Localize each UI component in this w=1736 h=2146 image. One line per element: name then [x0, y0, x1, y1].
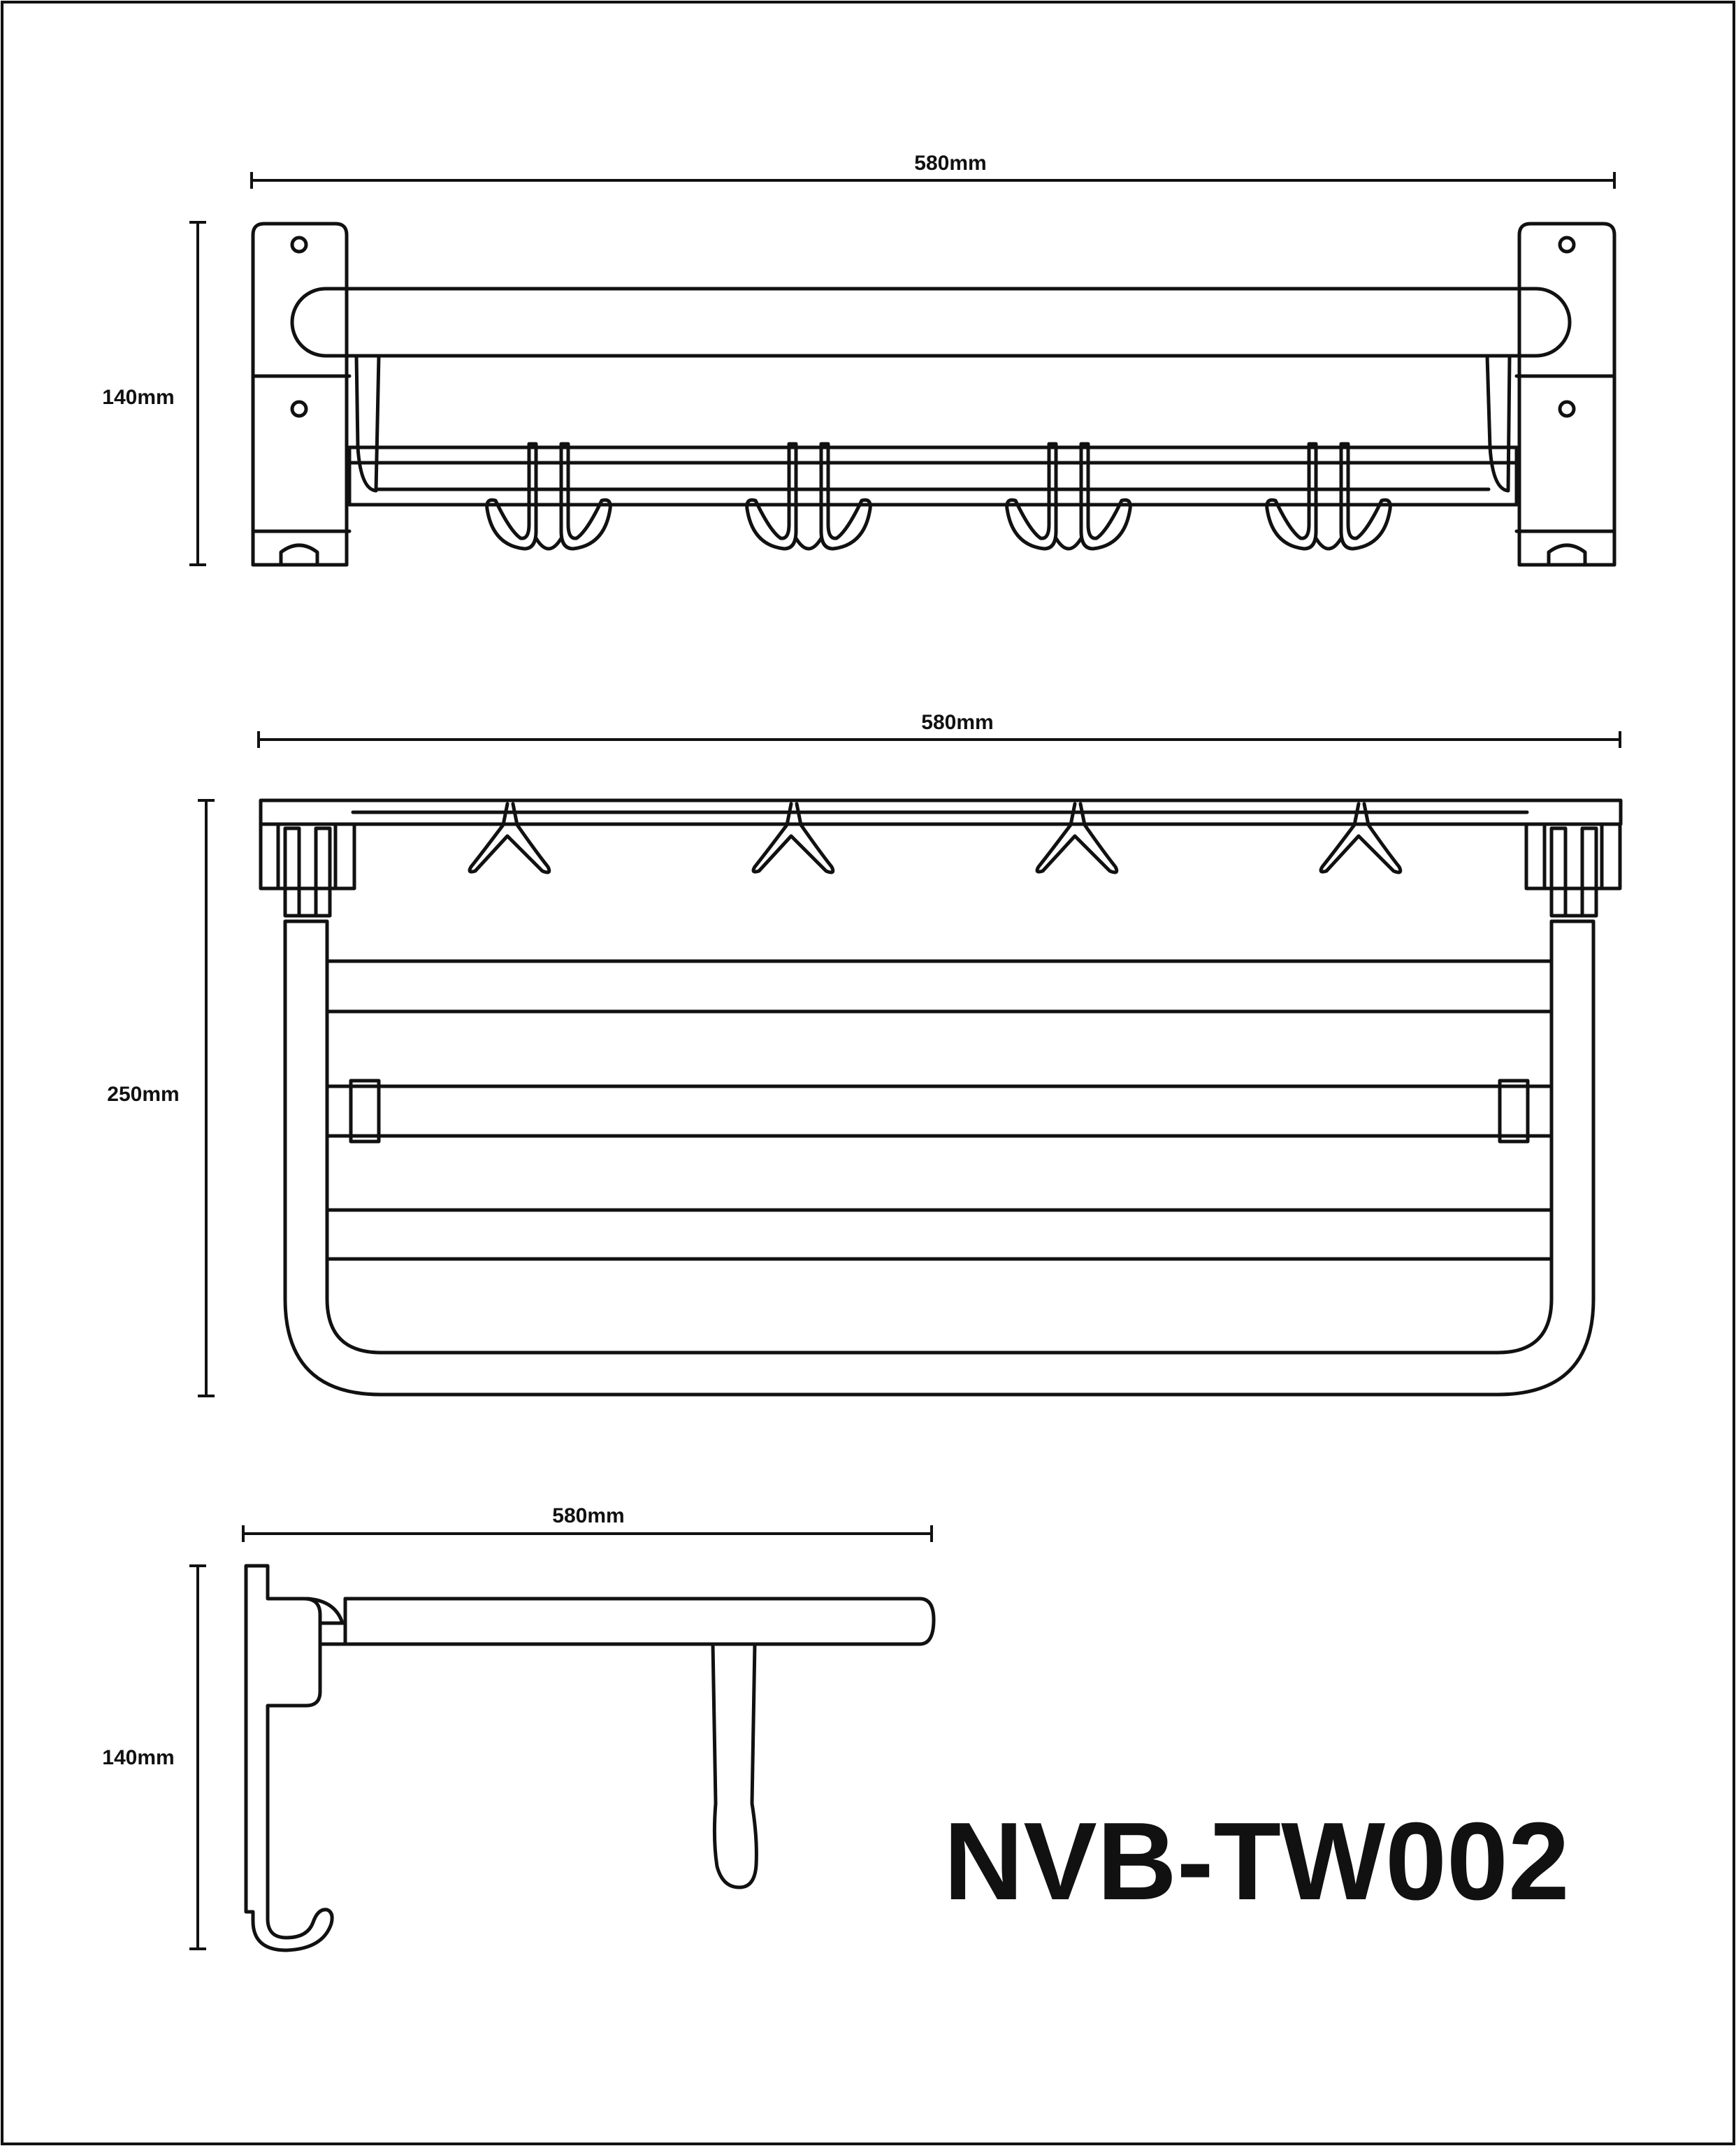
side-wall-plate — [244, 1564, 334, 1952]
top-hook — [1035, 802, 1119, 874]
top-slats — [325, 959, 1554, 1261]
side-height-label: 140mm — [102, 1746, 174, 1769]
model-name: NVB-TW002 — [943, 1800, 1569, 1923]
front-width-label: 580mm — [914, 152, 986, 175]
top-view: 580mm 250mm — [107, 711, 1623, 1397]
top-hooks — [468, 802, 1403, 874]
side-width-label: 580mm — [552, 1504, 624, 1527]
top-width-label: 580mm — [921, 711, 993, 734]
front-hook — [745, 442, 872, 551]
front-hook — [1265, 442, 1392, 551]
top-depth-label: 250mm — [107, 1083, 179, 1106]
front-width-dimension: 580mm — [250, 152, 1616, 189]
top-hook — [1319, 802, 1403, 874]
front-left-bracket — [251, 222, 352, 567]
front-right-bracket — [1514, 222, 1616, 567]
front-height-label: 140mm — [102, 386, 174, 409]
top-right-bracket — [1524, 822, 1622, 918]
top-left-bracket — [259, 822, 356, 918]
top-u-frame — [283, 919, 1596, 1397]
front-hook — [1005, 442, 1132, 551]
top-width-dimension: 580mm — [257, 711, 1621, 748]
side-top-rail — [343, 1597, 936, 1646]
side-connector — [305, 1597, 347, 1646]
front-height-dimension: 140mm — [102, 221, 206, 566]
front-view: 580mm 140mm — [102, 152, 1616, 567]
top-wall-plate — [259, 798, 1623, 826]
side-height-dimension: 140mm — [102, 1564, 206, 1950]
side-width-dimension: 580mm — [242, 1504, 933, 1542]
top-hook — [468, 802, 551, 874]
front-hooks — [485, 442, 1392, 551]
side-view: 580mm 140mm — [102, 1504, 936, 1952]
side-arm — [711, 1642, 758, 1889]
front-top-bar — [290, 287, 1572, 358]
top-depth-dimension: 250mm — [107, 799, 215, 1397]
front-hook — [485, 442, 612, 551]
top-hook — [751, 802, 835, 874]
